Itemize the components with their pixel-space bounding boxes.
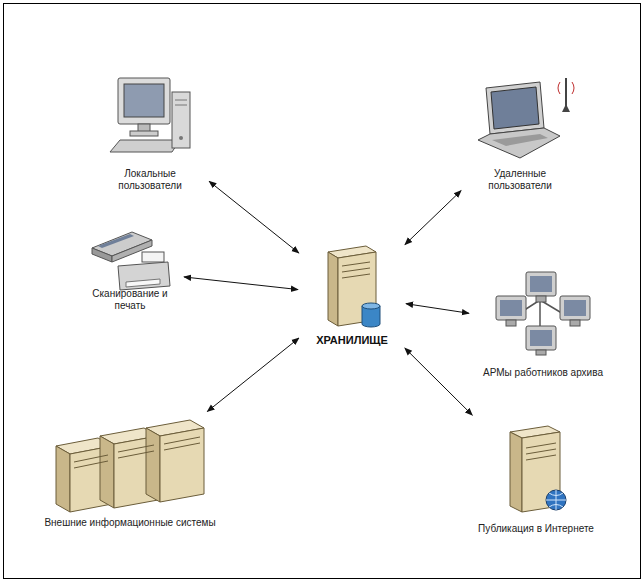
double-arrow: [405, 191, 461, 245]
double-arrow: [209, 181, 299, 253]
system-node: Публикация в Интернете: [466, 418, 606, 539]
node-label: Внешние информационные системы: [44, 517, 215, 529]
system-node: Внешние информационные системы: [30, 414, 230, 533]
scanner-printer-icon: [92, 232, 170, 290]
frame: [4, 4, 641, 579]
double-arrow: [406, 304, 469, 314]
storage-server-icon: [328, 246, 380, 327]
double-arrow: [405, 348, 472, 415]
node-label: Локальные пользователи: [111, 168, 189, 192]
server-rack-icon: [56, 420, 204, 512]
double-arrow: [184, 277, 298, 290]
system-node: Локальные пользователи: [94, 72, 206, 196]
system-node: Удаленные пользователи: [464, 72, 576, 196]
node-label: ХРАНИЛИЩЕ: [316, 334, 388, 347]
double-arrow: [207, 338, 299, 411]
laptop-icon: [478, 78, 574, 158]
system-node: Сканирование и печать: [80, 226, 180, 316]
web-server-icon: [510, 426, 566, 512]
system-node: АРМы работников архива: [473, 266, 613, 383]
desktop-icon: [110, 78, 190, 152]
workstations-icon: [496, 272, 590, 355]
node-label: АРМы работников архива: [483, 367, 603, 379]
node-label: Удаленные пользователи: [481, 168, 559, 192]
node-label: Публикация в Интернете: [478, 523, 594, 535]
node-label: Сканирование и печать: [90, 288, 170, 312]
storage-node: ХРАНИЛИЩЕ: [302, 240, 402, 351]
